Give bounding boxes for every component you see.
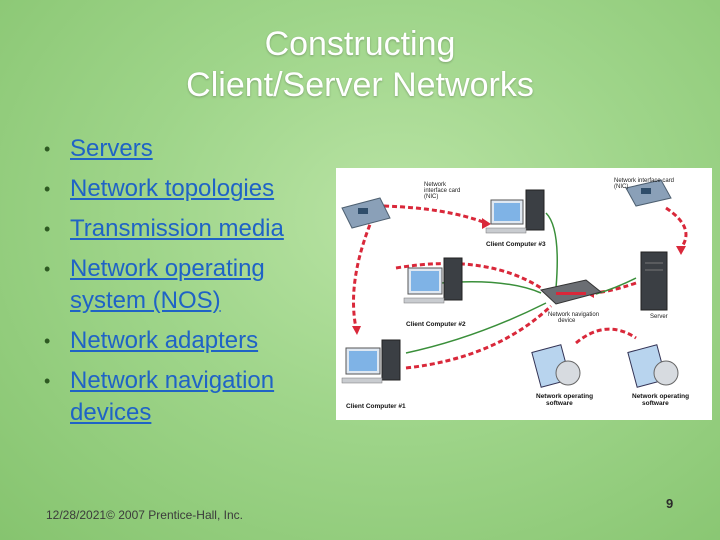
link-nav-line-2: devices [70,399,152,426]
connection-arrows [352,204,688,370]
arrow-nos-link [575,327,637,345]
bullet-item-topologies: • Network topologies [40,173,330,205]
arrowhead-icon [352,326,361,335]
link-nav-line-1: Network navigation [70,367,275,394]
bullet-dot-icon: • [44,259,51,279]
nos-box-left-icon [531,344,581,388]
arrow-nic-to-client1 [352,209,378,329]
bullet-dot-icon: • [44,331,51,351]
client-computer-3-icon [485,189,545,234]
client-computer-2-icon [403,257,463,304]
link-transmission-media[interactable]: Transmission media [70,215,284,242]
arrowhead-icon [482,218,491,229]
bullet-dot-icon: • [44,371,51,391]
arrow-nic-to-server [665,206,688,249]
cable-client1 [405,302,547,354]
client2-label: Client Computer #2 [406,321,466,328]
link-servers[interactable]: Servers [70,135,153,162]
link-nos-line-2: system (NOS) [70,287,221,314]
network-navigation-device-icon [539,279,603,305]
nic-right-label: Network interface card(NIC) [614,178,674,190]
bullet-item-media: • Transmission media [40,213,330,245]
arrow-client2-to-hub [395,262,542,290]
link-nos-line-1: Network operating [70,255,265,282]
bullet-item-servers: • Servers [40,133,330,165]
link-network-adapters[interactable]: Network adapters [70,327,259,354]
slide-title: Constructing Client/Server Networks [0,24,720,106]
arrow-client1-to-hub [405,304,553,370]
bullet-item-navigation: • Network navigation devices [40,365,330,429]
nic-card-right-icon [625,179,672,207]
bullet-item-adapters: • Network adapters [40,325,330,357]
client-computer-1-icon [341,339,401,384]
link-network-operating-system[interactable]: Network operating system (NOS) [70,255,265,314]
client1-label: Client Computer #1 [346,403,406,410]
nos-box-right-icon [627,344,679,388]
server-icon [640,251,668,311]
client3-label: Client Computer #3 [486,241,546,248]
nic-card-left-icon [341,197,391,229]
slide-footer: 12/28/2021© 2007 Prentice-Hall, Inc. [46,508,243,522]
bullet-item-nos: • Network operating system (NOS) [40,253,330,317]
server-label: Server [650,314,668,320]
title-line-1: Constructing [264,25,456,63]
page-number: 9 [666,496,674,511]
arrow-nic-to-client3 [383,204,487,225]
bullet-dot-icon: • [44,139,51,159]
bullet-list: • Servers • Network topologies • Transmi… [40,133,330,437]
bullet-dot-icon: • [44,219,51,239]
arrowhead-icon [676,246,686,255]
cable-client3 [545,212,558,289]
link-network-topologies[interactable]: Network topologies [70,175,275,202]
link-network-navigation-devices[interactable]: Network navigation devices [70,367,274,426]
bullet-dot-icon: • [44,179,51,199]
title-line-2: Client/Server Networks [186,66,534,104]
